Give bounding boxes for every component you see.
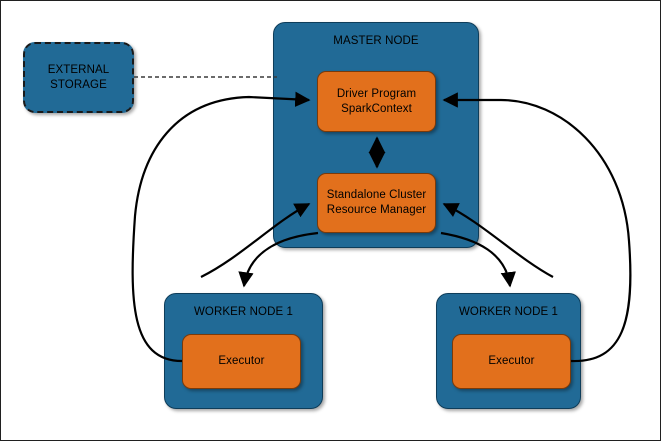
node-external-storage[interactable]: EXTERNAL STORAGE [23, 42, 134, 113]
driver-program-label: Driver Program SparkContext [336, 87, 417, 115]
node-executor-right[interactable]: Executor [452, 334, 571, 389]
node-executor-left[interactable]: Executor [182, 334, 301, 389]
node-resource-manager[interactable]: Standalone Cluster Resource Manager [317, 173, 436, 233]
resource-manager-label: Standalone Cluster Resource Manager [326, 189, 427, 216]
executor-right-label: Executor [488, 355, 535, 367]
external-storage-label: EXTERNAL STORAGE [47, 63, 110, 91]
node-driver-program[interactable]: Driver Program SparkContext [317, 71, 436, 132]
executor-left-label: Executor [218, 355, 265, 367]
master-node-label: MASTER NODE [333, 35, 419, 47]
